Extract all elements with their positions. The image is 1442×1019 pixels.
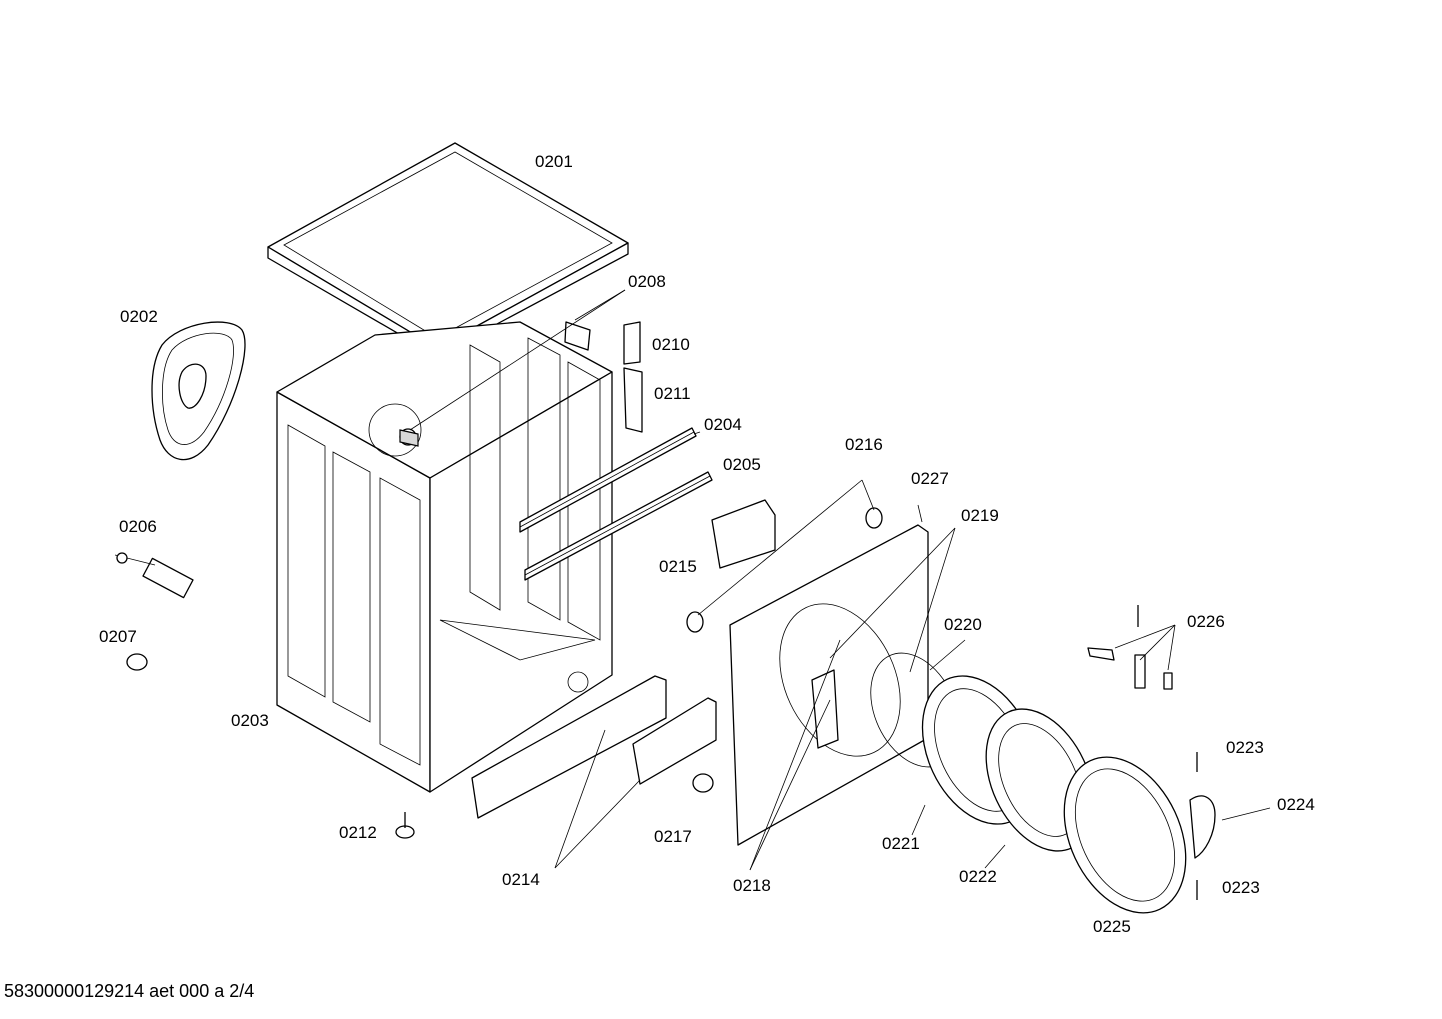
label-0216: 0216 [845,435,883,454]
part-0204-rail [519,427,697,533]
part-0206-hose-clamp [114,552,194,599]
label-0227: 0227 [911,469,949,488]
label-0221: 0221 [882,834,920,853]
part-0215-door-lock [711,499,776,569]
part-0224-handle [1189,795,1216,859]
label-0223-bottom: 0223 [1222,878,1260,897]
part-0212-foot [395,812,415,839]
label-0215: 0215 [659,557,697,576]
label-0226: 0226 [1187,612,1225,631]
label-0206: 0206 [119,517,157,536]
label-0222: 0222 [959,867,997,886]
part-0218-front-panel [729,524,929,846]
part-0211-bracket [623,367,643,433]
part-0225-outer-door-ring [1063,756,1187,914]
label-0201: 0201 [535,152,573,171]
part-0202-rear-cover [151,321,246,461]
label-0202: 0202 [120,307,158,326]
label-0219: 0219 [961,506,999,525]
part-0210-bracket [623,321,641,365]
label-0205: 0205 [723,455,761,474]
label-0224: 0224 [1277,795,1315,814]
part-0216-hinge-part [686,507,883,633]
label-0211: 0211 [654,384,691,403]
label-0208: 0208 [628,272,666,291]
part-0208-bracket [399,321,591,447]
label-0225: 0225 [1093,917,1131,936]
part-0226-hinge-set [1087,605,1173,690]
part-0214-plinth [471,675,717,819]
document-id-footer: 58300000129214 aet 000 a 2/4 [4,981,255,1001]
part-0217-knob [692,773,714,793]
label-0210: 0210 [652,335,690,354]
label-0207: 0207 [99,627,137,646]
label-0204: 0204 [704,415,742,434]
label-0203: 0203 [231,711,269,730]
label-0220: 0220 [944,615,982,634]
part-0205-rail [524,471,713,581]
leader-lines [409,289,1271,871]
label-0214: 0214 [502,870,540,889]
label-0223-top: 0223 [1226,738,1264,757]
part-0207-foot [126,653,148,671]
label-0217: 0217 [654,827,692,846]
label-0218: 0218 [733,876,771,895]
label-0212: 0212 [339,823,377,842]
